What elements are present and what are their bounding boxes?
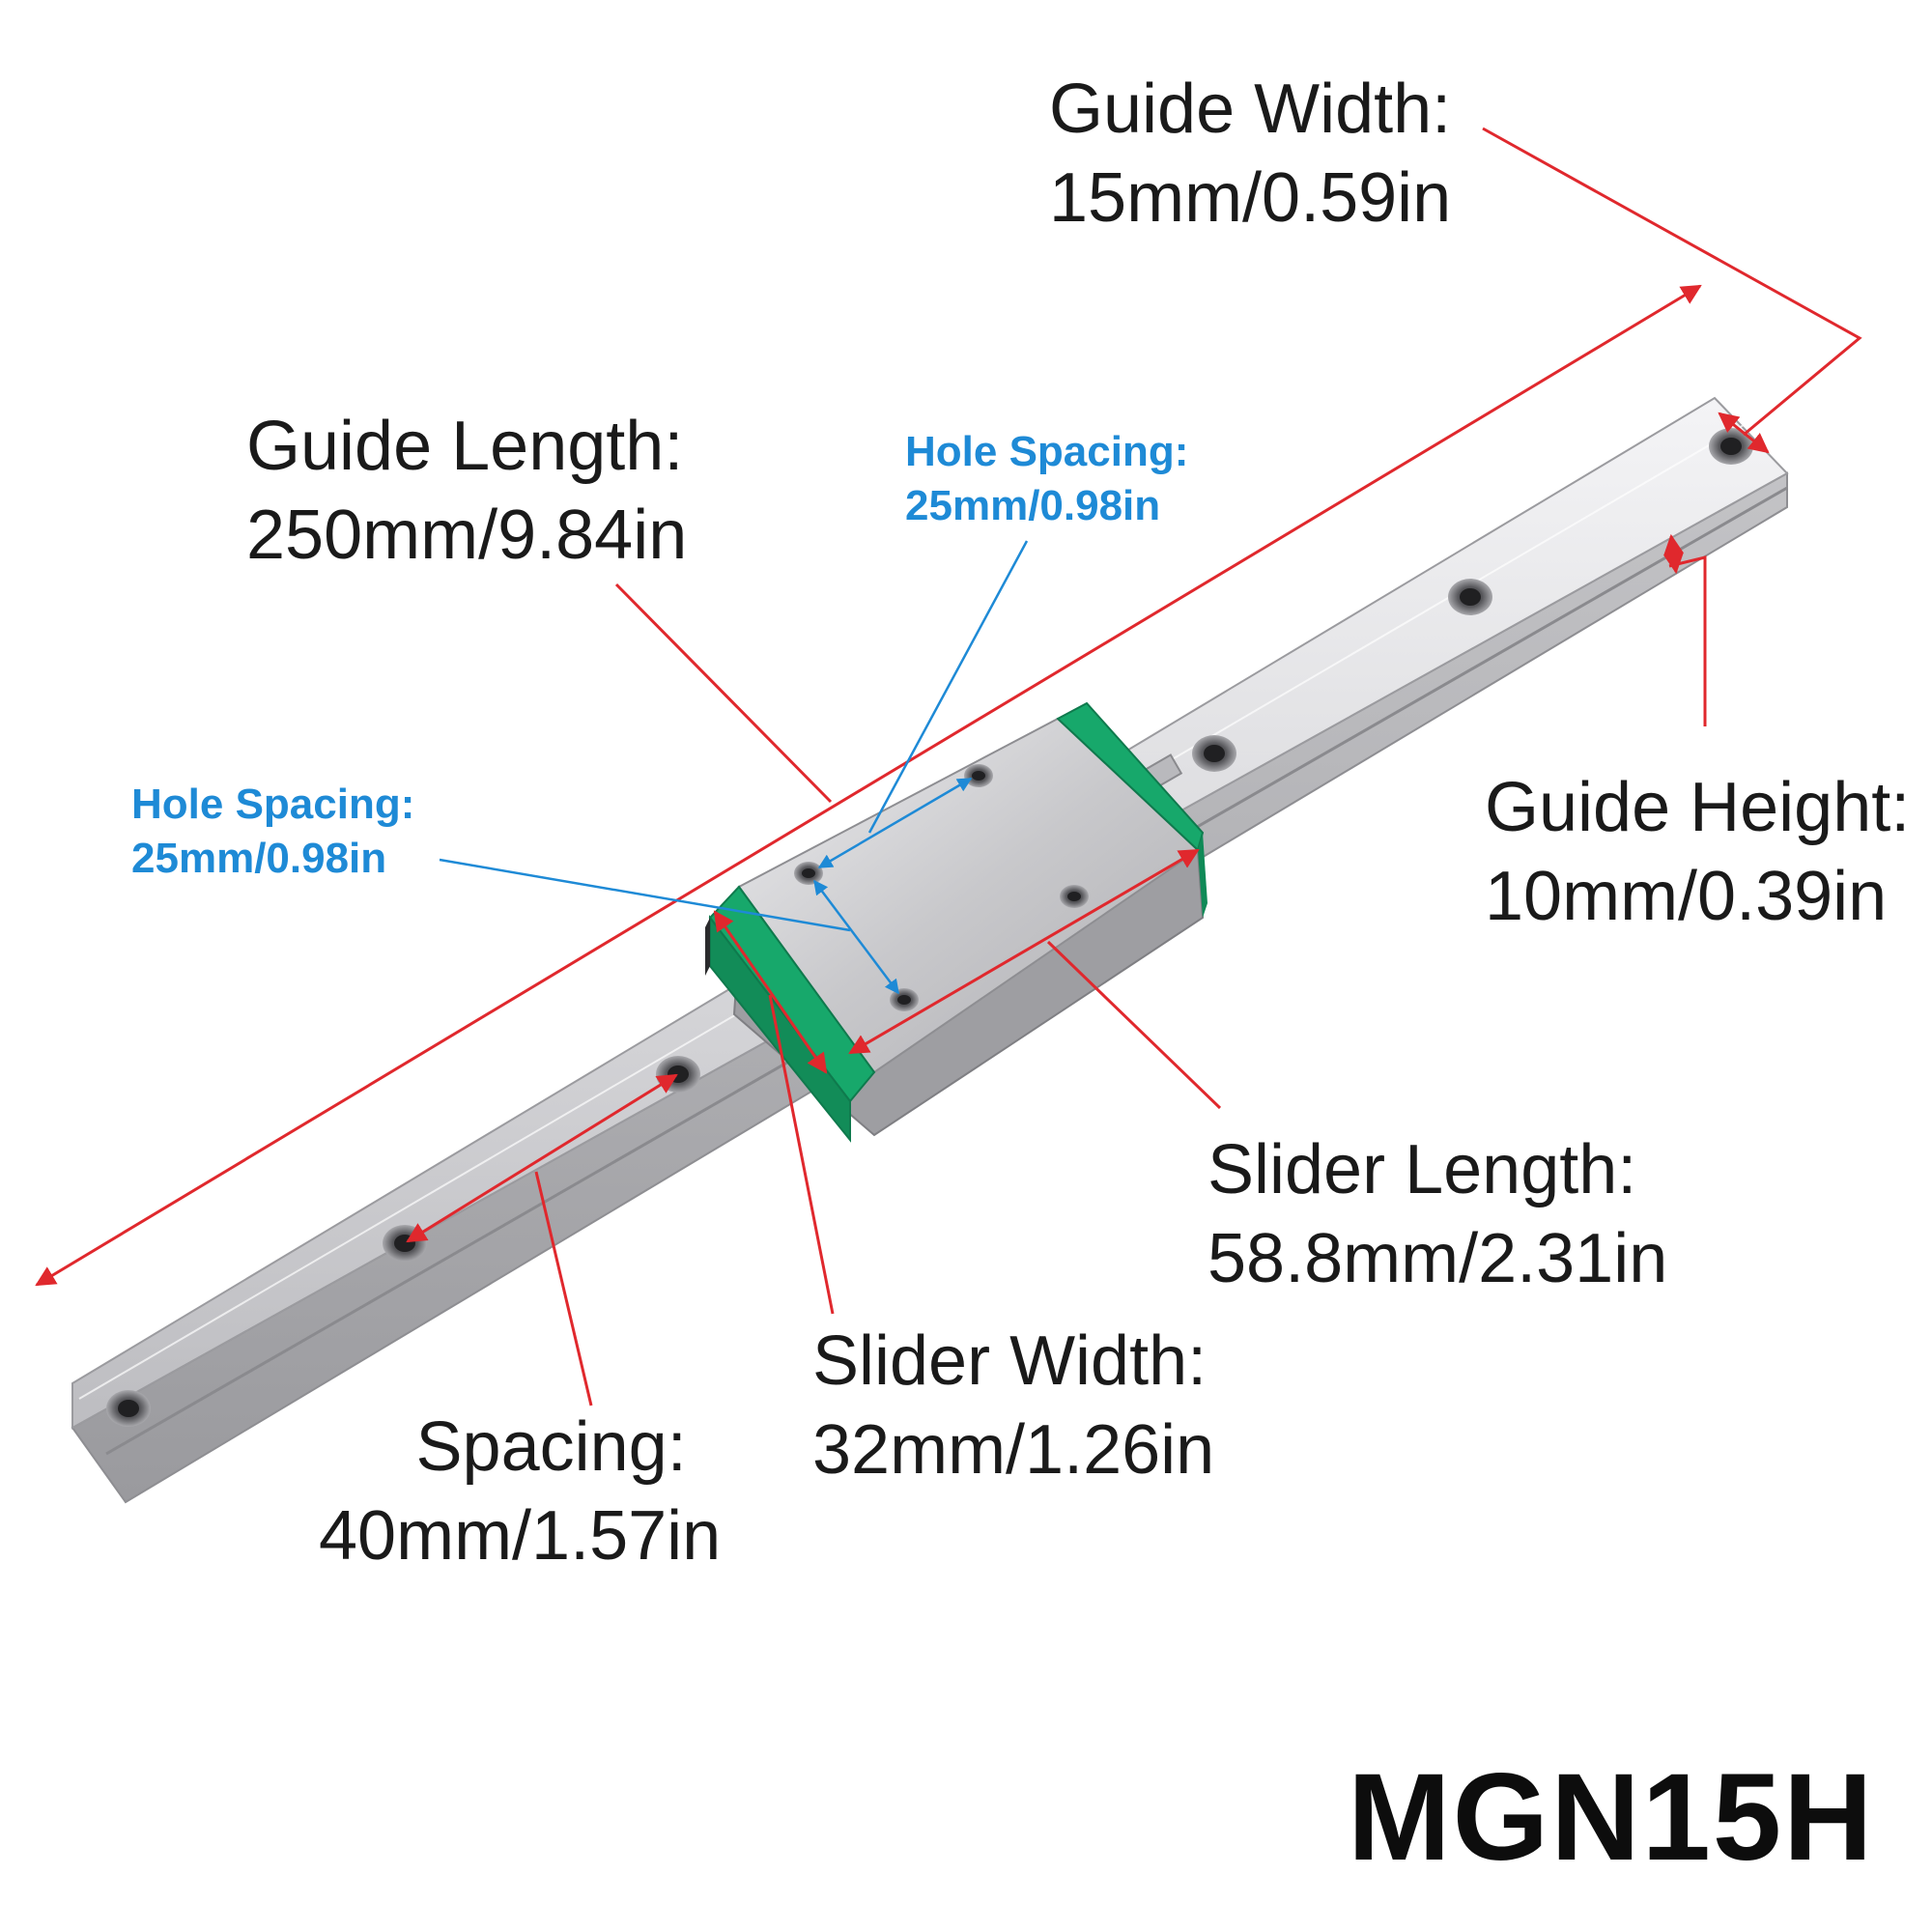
guide-length-value: 250mm/9.84in [246,497,688,574]
guide-length-title: Guide Length: [246,408,684,485]
guide-width-value: 15mm/0.59in [1049,159,1452,237]
rail-hole [1448,579,1492,615]
carriage-hole [1060,885,1089,908]
guide-height-value: 10mm/0.39in [1485,858,1888,935]
rail-hole [383,1225,427,1262]
guide-length-leader [614,582,833,804]
slider-width-leader [768,994,835,1315]
guide-height-arrow [1663,533,1684,575]
slider-width-arrow [713,910,828,1074]
hole-spacing-left-arrow [813,879,899,995]
hole-spacing-left-title: Hole Spacing: [131,781,415,828]
guide-width-arrow [1718,412,1770,454]
end-cap [705,918,710,976]
hole-spacing-top-title: Hole Spacing: [905,428,1189,475]
spacing-value: 40mm/1.57in [319,1497,722,1575]
hole-spacing-left-label: Hole Spacing: 25mm/0.98in [131,778,414,886]
hole-spacing-top-value: 25mm/0.98in [905,482,1161,529]
carriage-hole [794,862,823,885]
guide-length-label: Guide Length: 250mm/9.84in [246,402,687,580]
slider-length-leader [1046,940,1222,1110]
hole-spacing-left-value: 25mm/0.98in [131,835,387,882]
slider-length-title: Slider Length: [1208,1131,1637,1208]
guide-width-leader [1482,127,1862,437]
slider-length-arrow [848,848,1200,1055]
slider-width-value: 32mm/1.26in [812,1411,1215,1489]
rail-hole [656,1056,700,1093]
hole-spacing-lines [439,540,1029,995]
guide-width-label: Guide Width: 15mm/0.59in [1049,65,1451,242]
slider-width-title: Slider Width: [812,1322,1208,1400]
hole-spacing-top-arrow [817,777,973,869]
spacing-title: Spacing: [415,1408,687,1486]
spacing-label: Spacing: 40mm/1.57in [319,1403,721,1580]
model-number: MGN15H [1348,1748,1875,1887]
rail-hole [106,1390,151,1427]
slider-length-label: Slider Length: 58.8mm/2.31in [1208,1125,1667,1303]
carriage-hole [890,988,919,1011]
hole-spacing-left-leader [439,858,851,932]
spacing-leader [534,1171,593,1406]
spacing-arrow [406,1073,678,1243]
guide-height-label: Guide Height: 10mm/0.39in [1485,763,1910,941]
hole-spacing-top-label: Hole Spacing: 25mm/0.98in [905,425,1188,533]
rail-hole [1192,735,1236,772]
dimension-lines [35,127,1862,1406]
slider-length-value: 58.8mm/2.31in [1208,1220,1668,1297]
guide-height-title: Guide Height: [1485,769,1911,846]
guide-width-title: Guide Width: [1049,71,1452,148]
carriage-hole [964,764,993,787]
slider-width-label: Slider Width: 32mm/1.26in [812,1317,1214,1494]
guide-height-leader [1668,555,1707,726]
